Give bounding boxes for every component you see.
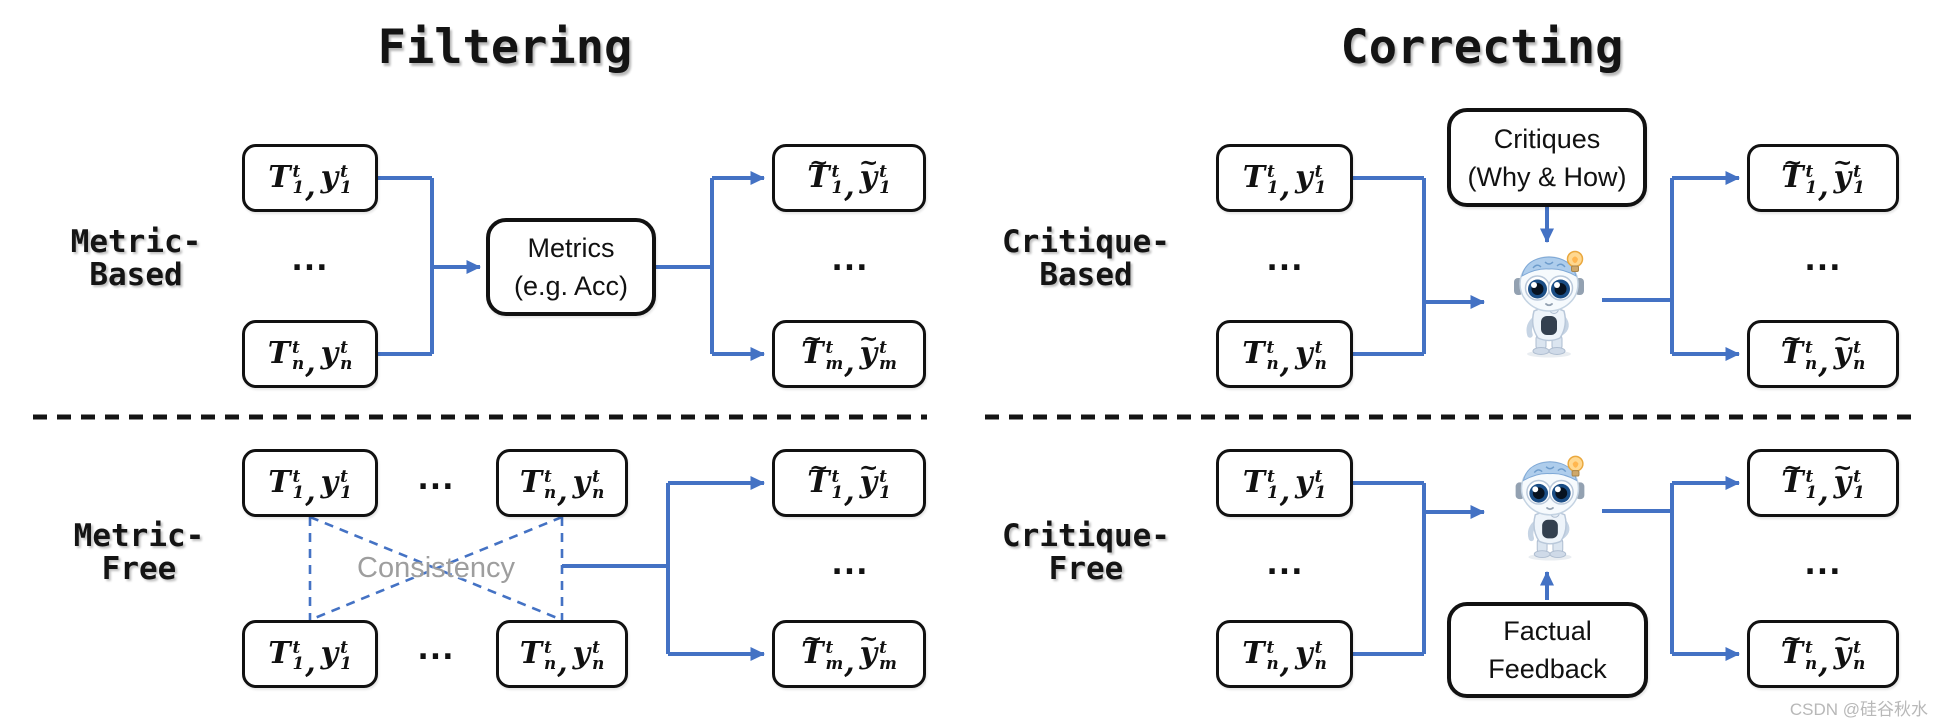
metric-free-label-line2: Free xyxy=(101,551,177,587)
critiquefree-input-merge-lines xyxy=(1353,481,1426,656)
critiques-box-line2: (Why & How) xyxy=(1467,161,1627,192)
critique-free-output-ellipsis: ... xyxy=(1804,547,1842,582)
critique-based-label: Critique- Based xyxy=(966,226,1206,292)
metric-based-label-line1: Metric- xyxy=(70,224,202,260)
metrics-box-line1: Metrics xyxy=(527,233,615,263)
factual-feedback-box: Factual Feedback xyxy=(1447,602,1648,698)
consistency-label: Consistency xyxy=(357,552,515,584)
metric-based-label: Metric- Based xyxy=(16,226,256,292)
critique-based-label-line1: Critique- xyxy=(1002,224,1170,260)
metric-free-label-line1: Metric- xyxy=(73,518,205,554)
filtering-title: Filtering xyxy=(377,20,633,75)
metric-based-label-line2: Based xyxy=(89,257,183,293)
factual-feedback-line1: Factual xyxy=(1503,616,1592,646)
critique-based-input-ellipsis: ... xyxy=(1266,243,1304,278)
metrics-box-line2: (e.g. Acc) xyxy=(513,271,629,301)
critique-free-label-line2: Free xyxy=(1048,551,1124,587)
critiques-box: Critiques (Why & How) xyxy=(1447,108,1647,207)
filtering-input-merge-lines xyxy=(378,176,434,356)
metric-free-row1-ellipsis: ... xyxy=(417,462,455,497)
critique-based-label-line2: Based xyxy=(1039,257,1133,293)
critiquebased-input-merge-lines xyxy=(1353,176,1426,356)
metric-based-output-ellipsis: ... xyxy=(831,243,869,278)
factual-feedback-line2: Feedback xyxy=(1488,654,1607,684)
metric-free-label: Metric- Free xyxy=(19,520,259,586)
critique-free-label-line1: Critique- xyxy=(1002,518,1170,554)
critique-free-label: Critique- Free xyxy=(966,520,1206,586)
critiques-box-line1: Critiques xyxy=(1493,123,1601,154)
metric-based-input-ellipsis: ... xyxy=(291,243,329,278)
correcting-title: Correcting xyxy=(1340,20,1624,75)
robot-icon xyxy=(1516,456,1585,560)
metric-free-row2-ellipsis: ... xyxy=(417,632,455,667)
metrics-box: Metrics (e.g. Acc) xyxy=(486,218,656,316)
metric-free-output-ellipsis: ... xyxy=(831,547,869,582)
critique-free-input-ellipsis: ... xyxy=(1266,547,1304,582)
robot-icon xyxy=(1514,252,1584,358)
watermark: CSDN @硅谷秋水 xyxy=(1789,700,1928,719)
critique-based-output-ellipsis: ... xyxy=(1804,243,1842,278)
filtering-output-split-lines xyxy=(656,178,714,354)
